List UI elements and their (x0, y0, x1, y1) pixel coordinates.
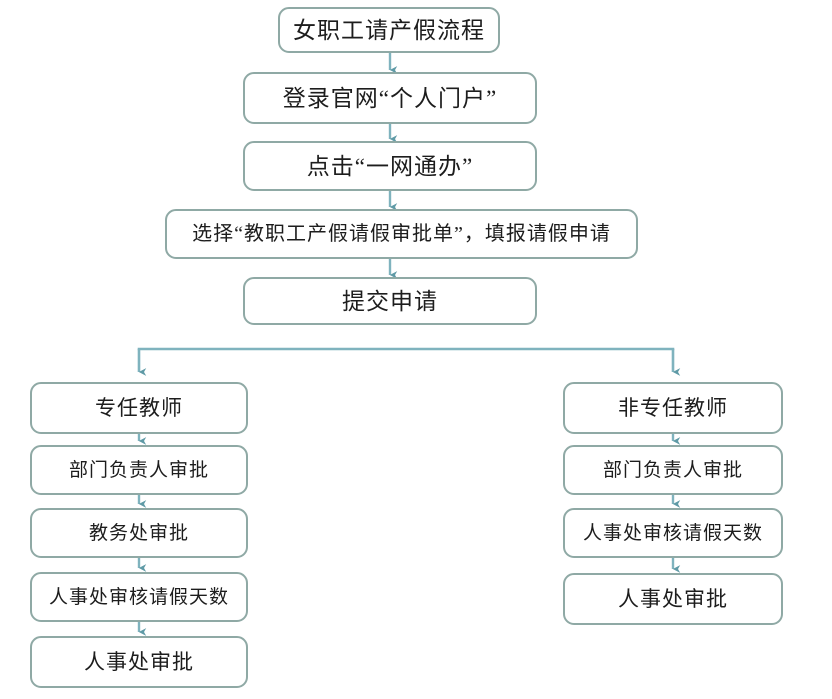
node-label: 部门负责人审批 (602, 459, 743, 481)
node-select-form[interactable]: 选择“教职工产假请假审批单”，填报请假申请 (165, 209, 638, 259)
node-login-portal[interactable]: 登录官网“个人门户” (243, 72, 537, 124)
node-label: 人事处审批 (618, 586, 728, 611)
node-click-one-net[interactable]: 点击“一网通办” (243, 141, 537, 191)
node-branch-full-time-head[interactable]: 专任教师 (30, 382, 248, 434)
node-label: 人事处审核请假天数 (582, 522, 763, 544)
node-label: 人事处审批 (84, 649, 194, 674)
node-full-time-step-1[interactable]: 部门负责人审批 (30, 445, 248, 495)
node-full-time-step-4[interactable]: 人事处审批 (30, 636, 248, 688)
node-label: 部门负责人审批 (68, 459, 209, 481)
node-label: 人事处审核请假天数 (48, 586, 229, 608)
node-submit-application[interactable]: 提交申请 (243, 277, 537, 325)
node-non-full-time-step-3[interactable]: 人事处审批 (563, 573, 783, 625)
node-full-time-step-2[interactable]: 教务处审批 (30, 508, 248, 558)
node-label: 提交申请 (342, 288, 438, 314)
node-label: 女职工请产假流程 (293, 17, 485, 43)
node-process-title[interactable]: 女职工请产假流程 (278, 7, 500, 53)
node-label: 非专任教师 (618, 395, 728, 420)
node-label: 教务处审批 (88, 522, 189, 544)
node-non-full-time-step-2[interactable]: 人事处审核请假天数 (563, 508, 783, 558)
node-branch-non-full-time-head[interactable]: 非专任教师 (563, 382, 783, 434)
node-full-time-step-3[interactable]: 人事处审核请假天数 (30, 572, 248, 622)
node-non-full-time-step-1[interactable]: 部门负责人审批 (563, 445, 783, 495)
node-label: 登录官网“个人门户” (282, 85, 498, 111)
node-label: 专任教师 (95, 395, 183, 420)
node-label: 点击“一网通办” (306, 153, 474, 179)
node-label: 选择“教职工产假请假审批单”，填报请假申请 (192, 223, 611, 245)
